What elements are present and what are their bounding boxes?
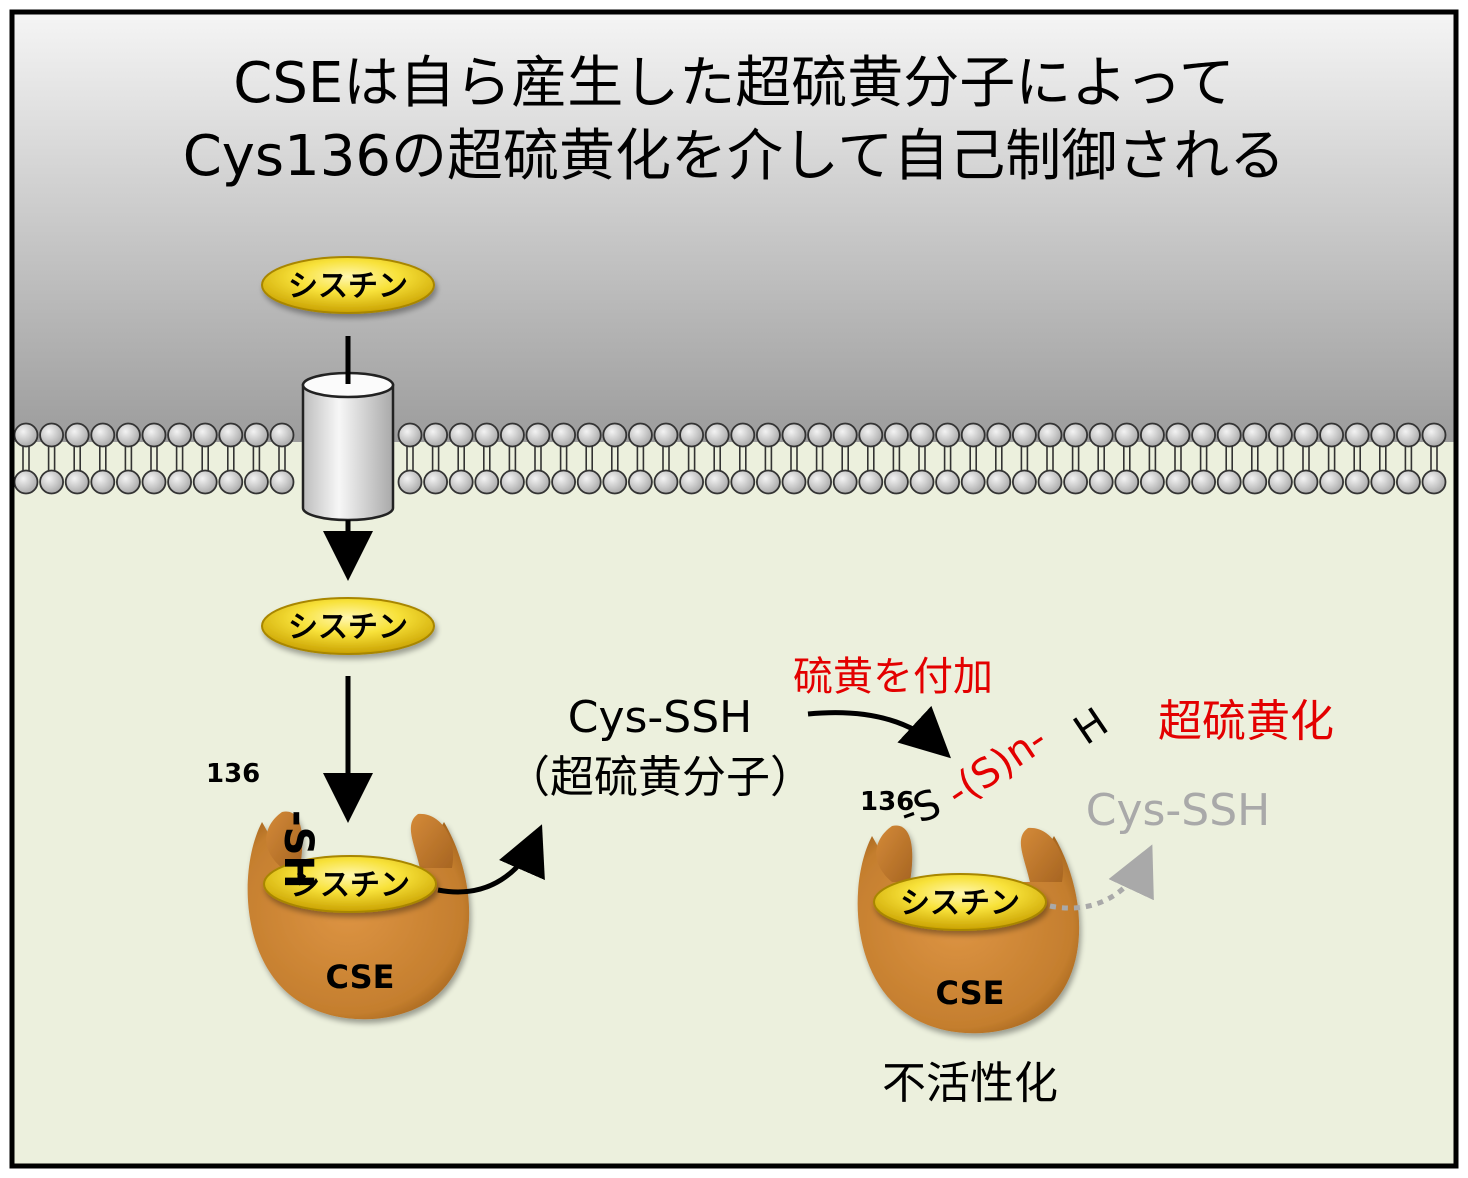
diagram-frame: [9, 9, 1459, 1169]
cys136-number-right: 136: [860, 787, 914, 817]
title-line-1: CSEは自ら産生した超硫黄分子によって: [233, 51, 1235, 116]
cystine-pill-inside: シスチン: [261, 597, 435, 655]
cystine-pill-enzyme-right-label: シスチン: [900, 886, 1020, 921]
reaction-label: 硫黄を付加: [793, 654, 993, 700]
cystine-pill-outside-label: シスチン: [288, 269, 408, 304]
production-arrow: [437, 824, 545, 895]
lipid-tails: [22, 446, 1438, 471]
inactivation-label: 不活性化: [882, 1058, 1058, 1109]
title-line-2: Cys136の超硫黄化を介して自己制御される: [183, 124, 1286, 189]
cystine-pill-enzyme-right: シスチン: [873, 873, 1047, 931]
thiol-group-left: -SH: [275, 810, 321, 889]
lipid-bilayer: [13, 422, 1447, 495]
reaction-arrow: [807, 705, 951, 759]
cystine-pill-enzyme-left-label: シスチン: [290, 868, 410, 903]
cystine-pill-outside: シスチン: [261, 256, 435, 314]
cys136-number-left: 136: [206, 759, 260, 789]
cytoplasm-region: [12, 442, 1456, 1166]
cse-right-label: CSE: [936, 974, 1005, 1012]
transporter-channel: [301, 371, 395, 522]
blocked-product: Cys-SSH: [1086, 785, 1271, 836]
extracellular-region: [12, 12, 1456, 442]
cse-left-label: CSE: [326, 958, 395, 996]
lipid-heads: [13, 422, 1447, 495]
blocked-production-arrow: [1049, 844, 1154, 911]
cystine-pill-inside-label: シスチン: [288, 610, 408, 645]
cystine-pill-enzyme-left: シスチン: [263, 855, 437, 913]
product-name: Cys-SSH: [568, 692, 753, 743]
superpersulfidation-label: 超硫黄化: [1158, 696, 1334, 747]
product-description: （超硫黄分子）: [506, 752, 814, 803]
